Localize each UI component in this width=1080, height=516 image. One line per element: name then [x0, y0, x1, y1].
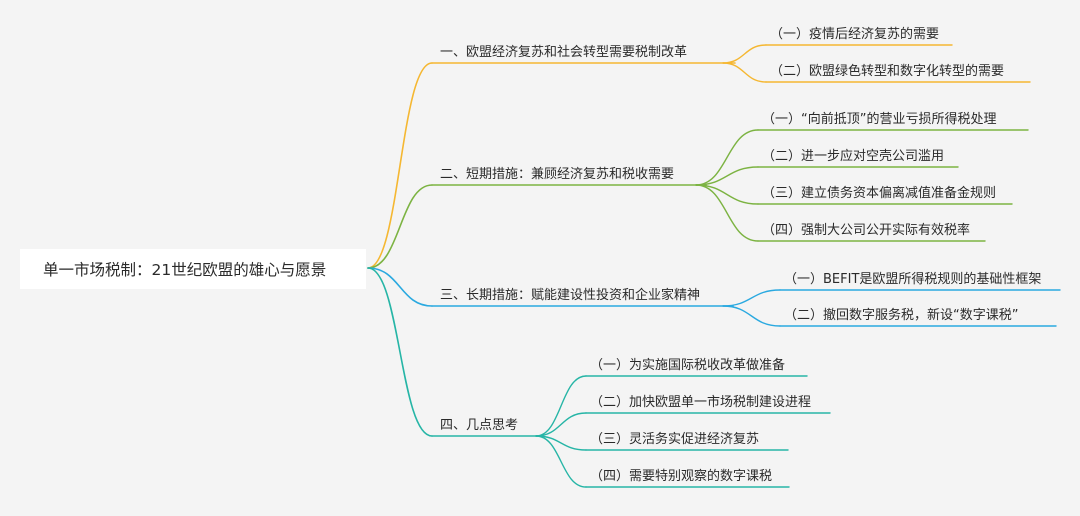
branch-label-4: 四、几点思考 — [440, 418, 519, 433]
child-connector — [535, 412, 587, 437]
child-connector — [695, 184, 759, 205]
branch-1-item-2: （二）欧盟绿色转型和数字化转型的需要 — [770, 64, 1005, 79]
branch-connector — [367, 62, 433, 269]
branch-3-item-2: （二）撤回数字服务税，新设“数字课税” — [784, 308, 1019, 323]
child-connector — [535, 375, 587, 437]
branch-4-item-3: （三）灵活务实促进经济复苏 — [590, 432, 760, 447]
branch-3-item-1: （一）BEFIT是欧盟所得税规则的基础性框架 — [784, 272, 1042, 287]
child-connector — [695, 184, 759, 242]
branch-1-item-1: （一）疫情后经济复苏的需要 — [770, 27, 940, 42]
branch-4-item-4: （四）需要特别观察的数字课税 — [590, 469, 773, 484]
branch-label-1: 一、欧盟经济复苏和社会转型需要税制改革 — [440, 45, 688, 60]
child-connector — [695, 166, 759, 186]
branch-2-item-3: （三）建立债务资本偏离减值准备金规则 — [762, 186, 997, 201]
child-connector — [722, 289, 781, 307]
branch-2-item-2: （二）进一步应对空壳公司滥用 — [762, 149, 945, 164]
branch-connector — [367, 267, 433, 437]
child-connector — [722, 62, 767, 83]
branch-4-item-2: （二）加快欧盟单一市场税制建设进程 — [590, 395, 812, 410]
root-node — [20, 249, 366, 289]
branch-2-item-1: （一）“向前抵顶”的营业亏损所得税处理 — [762, 112, 997, 127]
child-connector — [722, 305, 781, 327]
root-label: 单一市场税制：21世纪欧盟的雄心与愿景 — [43, 261, 327, 279]
branch-2-item-4: （四）强制大公司公开实际有效税率 — [762, 223, 971, 238]
branch-4-item-1: （一）为实施国际税收改革做准备 — [590, 358, 786, 373]
branch-connector — [367, 267, 433, 307]
branch-label-3: 三、长期措施：赋能建设性投资和企业家精神 — [440, 288, 701, 303]
branch-connector — [367, 184, 433, 269]
child-connector — [535, 435, 587, 488]
child-connector — [722, 44, 767, 64]
child-connector — [695, 129, 759, 186]
branch-label-2: 二、短期措施：兼顾经济复苏和税收需要 — [440, 167, 675, 182]
